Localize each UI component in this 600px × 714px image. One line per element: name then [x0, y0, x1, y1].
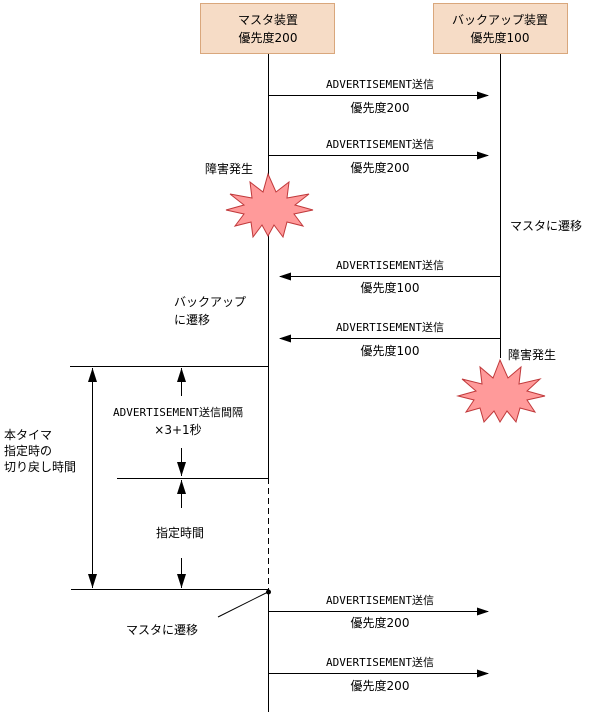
arrow-up-icon	[177, 368, 186, 382]
arrow-down-icon	[177, 462, 186, 476]
timer-label-line2: 指定時の	[4, 443, 52, 458]
message-priority: 優先度200	[351, 615, 410, 630]
advert-interval-label-line2: ×3+1秒	[154, 423, 201, 437]
message-label: ADVERTISEMENT送信	[326, 655, 434, 669]
message-priority: 優先度200	[351, 160, 410, 175]
revert-point-marker	[266, 589, 271, 595]
message-priority: 優先度100	[361, 343, 420, 358]
backup-failure-label: 障害発生	[508, 347, 556, 362]
message-priority: 優先度200	[351, 100, 410, 115]
master-failure-burst-icon	[225, 172, 314, 239]
backup-device-box: バックアップ装置 優先度100	[433, 3, 568, 54]
timer-label-line1: 本タイマ	[4, 428, 52, 442]
master-device-box: マスタ装置 優先度200	[200, 3, 335, 54]
revert-callout-line	[217, 591, 269, 618]
master-to-backup-label-line2: に遷移	[174, 313, 210, 327]
message-2: ADVERTISEMENT送信 優先度200	[268, 137, 489, 175]
message-label: ADVERTISEMENT送信	[326, 593, 434, 607]
revert-to-master-label: マスタに遷移	[126, 623, 198, 637]
message-priority: 優先度100	[361, 280, 420, 295]
master-to-backup-label-line1: バックアップ	[174, 295, 246, 309]
message-1: ADVERTISEMENT送信 優先度200	[268, 77, 489, 115]
advert-interval-label-line1: ADVERTISEMENT送信間隔	[113, 405, 243, 419]
master-device-name: マスタ装置	[238, 13, 298, 27]
arrow-up-icon	[88, 368, 97, 382]
backup-failure-burst-icon	[456, 358, 546, 424]
master-device-priority: 優先度200	[239, 30, 298, 45]
message-5: ADVERTISEMENT送信 優先度200	[268, 593, 489, 630]
arrow-down-icon	[88, 574, 97, 588]
message-label: ADVERTISEMENT送信	[326, 77, 434, 91]
specified-time-label: 指定時間	[156, 525, 204, 540]
arrow-down-icon	[177, 574, 186, 588]
backup-device-priority: 優先度100	[471, 30, 530, 45]
backup-to-master-label: マスタに遷移	[510, 219, 582, 233]
arrow-up-icon	[177, 480, 186, 494]
message-label: ADVERTISEMENT送信	[336, 320, 444, 334]
message-3: ADVERTISEMENT送信 優先度100	[279, 258, 500, 295]
master-failure-label: 障害発生	[205, 161, 253, 176]
message-6: ADVERTISEMENT送信 優先度200	[268, 655, 489, 693]
message-label: ADVERTISEMENT送信	[326, 137, 434, 151]
message-priority: 優先度200	[351, 678, 410, 693]
backup-device-name: バックアップ装置	[452, 13, 548, 27]
message-label: ADVERTISEMENT送信	[336, 258, 444, 272]
message-4: ADVERTISEMENT送信 優先度100	[279, 320, 500, 358]
timer-label-line3: 切り戻し時間	[4, 460, 76, 474]
